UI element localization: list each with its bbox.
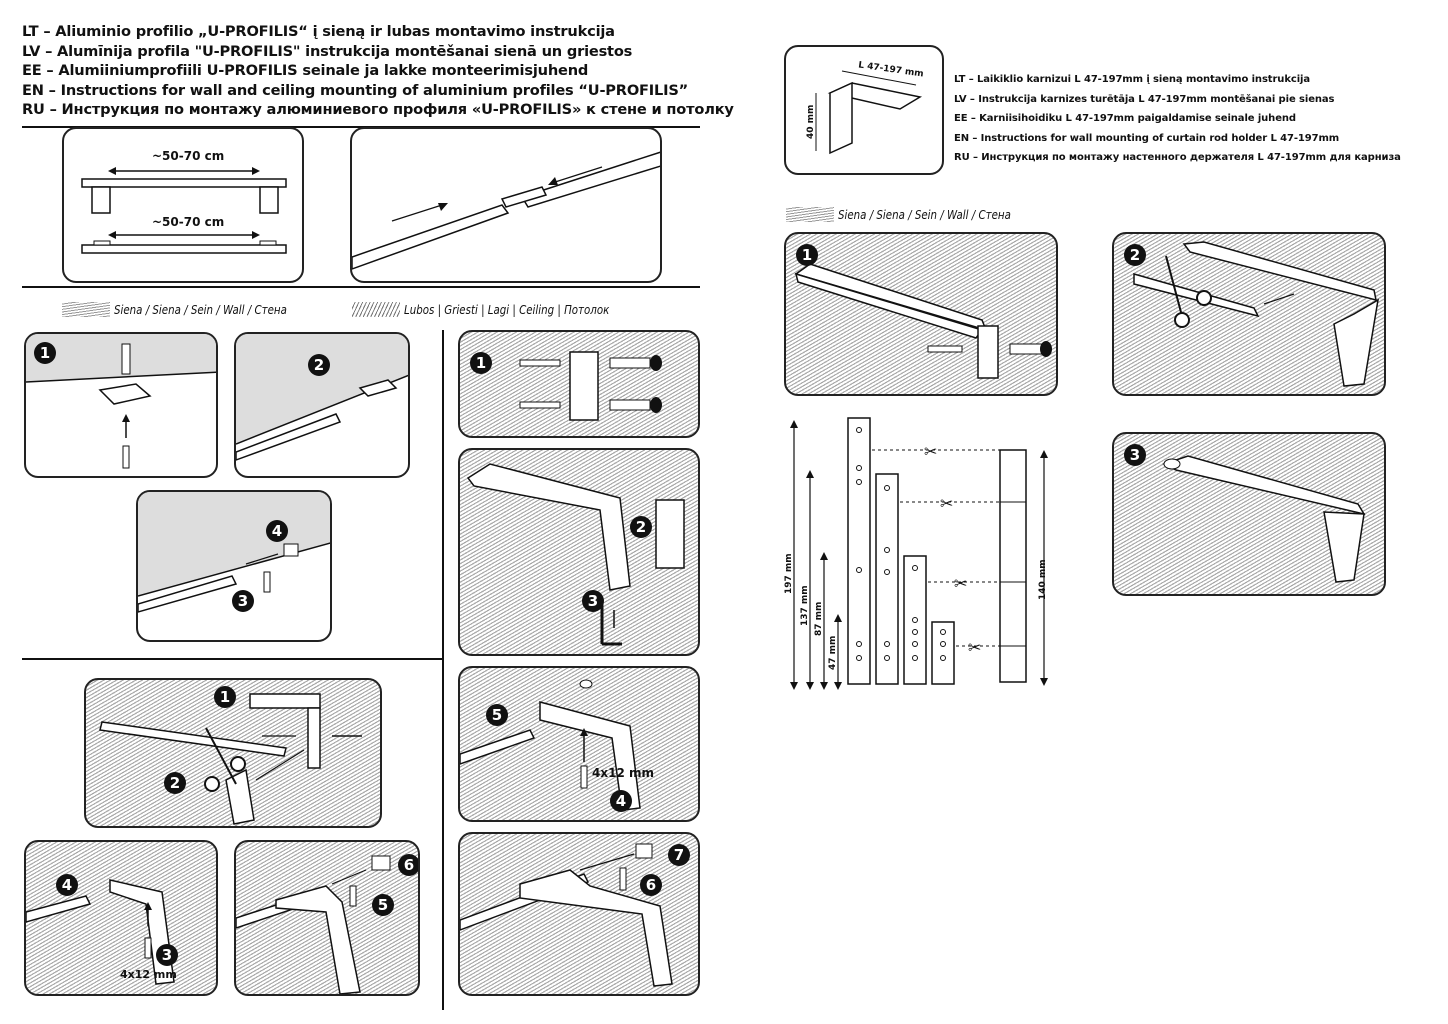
wall-step-56-panel: 6 5 [234, 840, 420, 996]
instruction-title-block: LT – Aliuminio profilio „U-PROFILIS“ į s… [22, 22, 734, 120]
holder-step-number-3: 3 [1124, 444, 1146, 466]
length-label-197: 197 mm [784, 553, 794, 594]
holder-step-2-diagram [1133, 241, 1380, 387]
wall-hatch-icon [62, 302, 110, 317]
right-wall-section-label: Siena / Siena / Sein / Wall / Стена [838, 207, 1011, 222]
step-number-1: 1 [34, 342, 56, 364]
holder-step-3-panel: 3 [1112, 432, 1386, 596]
holder-title-ru: RU – Инструкция по монтажу настенного де… [954, 152, 1401, 164]
step-number-2-bracket: 2 [164, 772, 186, 794]
ceiling-step-45-panel: 5 4 4x12 mm [458, 666, 700, 822]
wall-step-2-panel: 2 [234, 332, 410, 478]
wall-bracket-diagram [99, 693, 362, 825]
wall-step-34-lower-panel: 4 3 4x12 mm [24, 840, 218, 996]
holder-height-label: 40 mm [806, 104, 816, 139]
scissors-icon-4: ✂ [968, 638, 982, 657]
step-number-3-ceiling: 3 [582, 590, 604, 612]
holder-title-lv: LV – Instrukcija karnizes turētāja L 47-… [954, 93, 1335, 105]
wall-bracket-panel: 1 2 [84, 678, 382, 828]
profile-join-panel [350, 127, 662, 283]
holder-step-1-panel: 1 [784, 232, 1058, 396]
wall-step-34-panel: 4 3 [136, 490, 332, 642]
bracket-lengths-diagram [790, 417, 1048, 690]
ceiling-step-1-panel: 1 [458, 330, 700, 438]
holder-step-1-diagram [794, 263, 1052, 379]
holder-title-lt: LT – Laikiklio karnizui L 47-197mm į sie… [954, 74, 1311, 85]
title-line-en: EN – Instructions for wall and ceiling m… [22, 81, 689, 99]
holder-title-block: LT – Laikiklio karnizui L 47-197mm į sie… [954, 70, 1401, 168]
ceiling-section-label: Lubos | Griesti | Lagi | Ceiling | Потол… [404, 302, 610, 317]
holder-title-en: EN – Instructions for wall mounting of c… [954, 132, 1340, 144]
holder-step-2-panel: 2 [1112, 232, 1386, 396]
step-number-4: 4 [266, 520, 288, 542]
right-wall-hatch-icon [786, 207, 834, 222]
step-number-6-wall: 6 [398, 854, 418, 876]
scissors-icon-2: ✂ [940, 494, 954, 513]
wall-step-1-panel: 1 [24, 332, 218, 478]
spacing-diagram [81, 167, 287, 254]
holder-step-3-diagram [1162, 455, 1366, 583]
holder-step-number-1: 1 [796, 244, 818, 266]
step-number-1-bracket: 1 [214, 686, 236, 708]
scissors-icon-3: ✂ [954, 574, 968, 593]
ceiling-step-67-panel: 7 6 [458, 832, 700, 996]
title-line-lv: LV – Alumīnija profila "U-PROFILIS" inst… [22, 42, 633, 60]
step-number-7-ceiling: 7 [668, 844, 690, 866]
length-label-47: 47 mm [828, 635, 838, 670]
wall-step-1-diagram [26, 334, 216, 469]
step-number-4-ceiling: 4 [610, 790, 632, 812]
length-label-87: 87 mm [814, 601, 824, 636]
step-number-6-ceiling: 6 [640, 874, 662, 896]
divider-mid [22, 658, 442, 660]
length-label-137: 137 mm [800, 585, 810, 626]
divider-vertical [442, 330, 444, 1010]
spacing-panel: ~50-70 cm ~50-70 cm [62, 127, 304, 283]
wall-step-2-diagram [236, 334, 408, 461]
ceiling-step-1-diagram [519, 351, 662, 421]
spacing-label-bottom: ~50-70 cm [152, 215, 225, 229]
step-number-5-ceiling: 5 [486, 704, 508, 726]
ceiling-step-23-panel: 2 3 [458, 448, 700, 656]
holder-title-ee: EE – Karniisihoidiku L 47-197mm paigalda… [954, 113, 1296, 125]
length-label-140: 140 mm [1038, 559, 1048, 600]
step-number-3: 3 [232, 590, 254, 612]
step-number-5-wall: 5 [372, 894, 394, 916]
step-number-4-lower: 4 [56, 874, 78, 896]
ceiling-step-67-diagram [460, 843, 673, 987]
holder-step-number-2: 2 [1124, 244, 1146, 266]
ceiling-step-45-diagram [460, 679, 641, 811]
screw-size-label-left: 4x12 mm [120, 968, 177, 981]
title-line-ru: RU – Инструкция по монтажу алюминиевого … [22, 101, 734, 119]
step-number-1-ceiling: 1 [470, 352, 492, 374]
screw-size-label-ceiling: 4x12 mm [592, 766, 654, 780]
spacing-label-top: ~50-70 cm [152, 149, 225, 163]
ceiling-step-23-diagram [466, 463, 685, 646]
step-number-3-lower: 3 [156, 944, 178, 966]
divider-section [22, 286, 700, 288]
holder-preview-diagram [815, 70, 923, 155]
ceiling-hatch-icon [352, 302, 400, 317]
holder-preview-panel: L 47-197 mm 40 mm [784, 45, 944, 175]
step-number-2-ceiling: 2 [630, 516, 652, 538]
step-number-2: 2 [308, 354, 330, 376]
wall-step-56-diagram [236, 855, 391, 994]
title-line-lt: LT – Aliuminio profilio „U-PROFILIS“ į s… [22, 23, 615, 40]
wall-section-label: Siena / Siena / Sein / Wall / Стена [114, 302, 287, 317]
scissors-icon-1: ✂ [924, 442, 938, 461]
wall-step-34-diagram [138, 492, 330, 613]
title-line-ee: EE – Alumiiniumprofiili U-PROFILIS seina… [22, 62, 589, 80]
profile-join-diagram [352, 151, 660, 270]
